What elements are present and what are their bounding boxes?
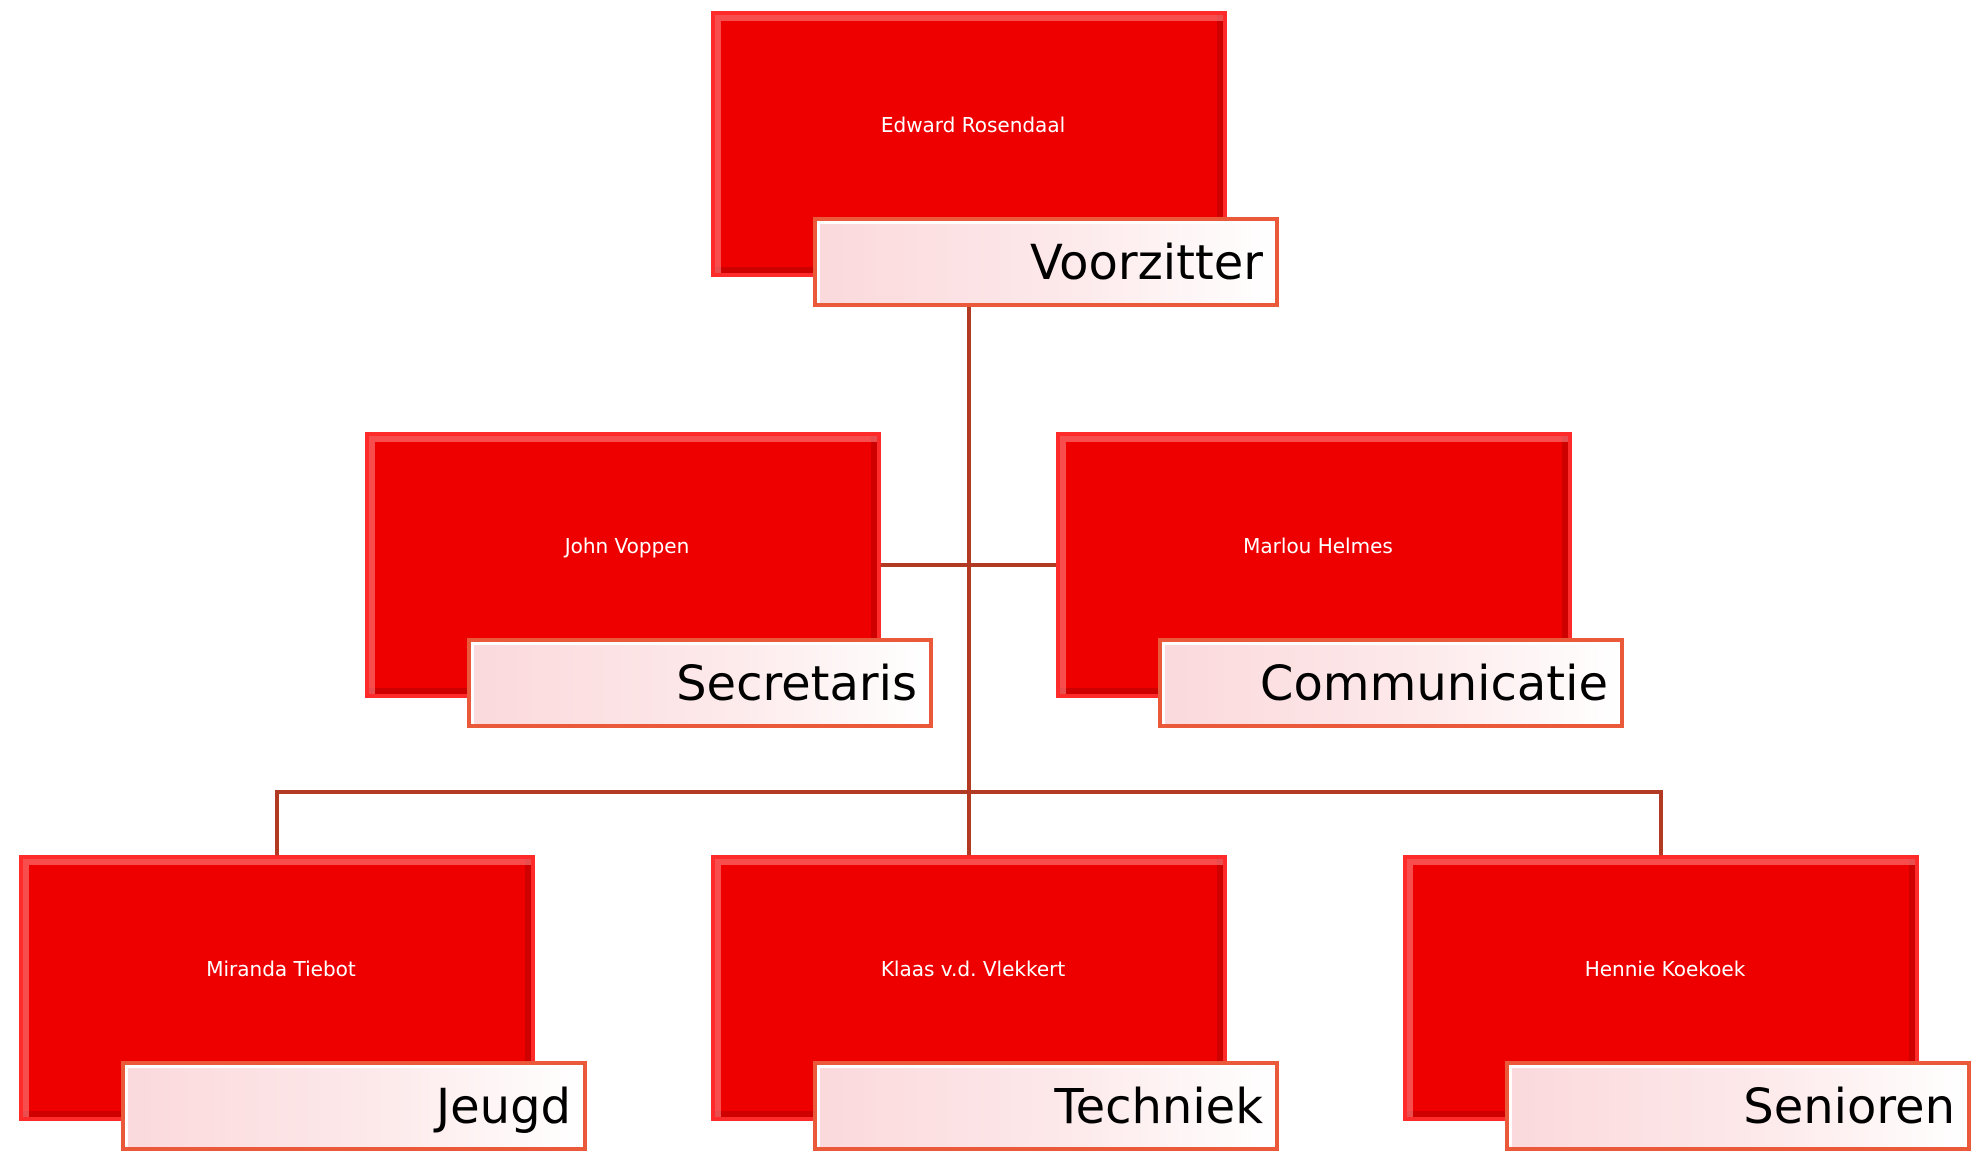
person-role: Secretaris [676, 656, 917, 712]
person-role: Senioren [1743, 1079, 1955, 1135]
org-node-assistant-right[interactable]: Marlou Helmes Communicatie [1056, 432, 1624, 728]
person-name: John Voppen [564, 534, 690, 558]
org-node-member-3[interactable]: Hennie Koekoek Senioren [1403, 855, 1971, 1151]
person-role: Techniek [1054, 1079, 1263, 1135]
org-node-root[interactable]: Edward Rosendaal Voorzitter [711, 11, 1279, 307]
role-box: Senioren [1505, 1061, 1971, 1151]
role-box: Voorzitter [813, 217, 1279, 307]
org-node-member-1[interactable]: Miranda Tiebot Jeugd [19, 855, 587, 1151]
person-role: Jeugd [435, 1079, 571, 1135]
person-name: Edward Rosendaal [880, 113, 1066, 137]
org-node-member-2[interactable]: Klaas v.d. Vlekkert Techniek [711, 855, 1279, 1151]
person-name: Miranda Tiebot [206, 957, 356, 981]
role-box: Techniek [813, 1061, 1279, 1151]
role-box: Jeugd [121, 1061, 587, 1151]
person-name: Hennie Koekoek [1584, 957, 1746, 981]
person-name: Marlou Helmes [1243, 534, 1393, 558]
person-role: Communicatie [1259, 656, 1608, 712]
role-box: Communicatie [1158, 638, 1624, 728]
role-box: Secretaris [467, 638, 933, 728]
org-node-assistant-left[interactable]: John Voppen Secretaris [365, 432, 933, 728]
person-role: Voorzitter [1029, 235, 1263, 291]
person-name: Klaas v.d. Vlekkert [880, 957, 1066, 981]
